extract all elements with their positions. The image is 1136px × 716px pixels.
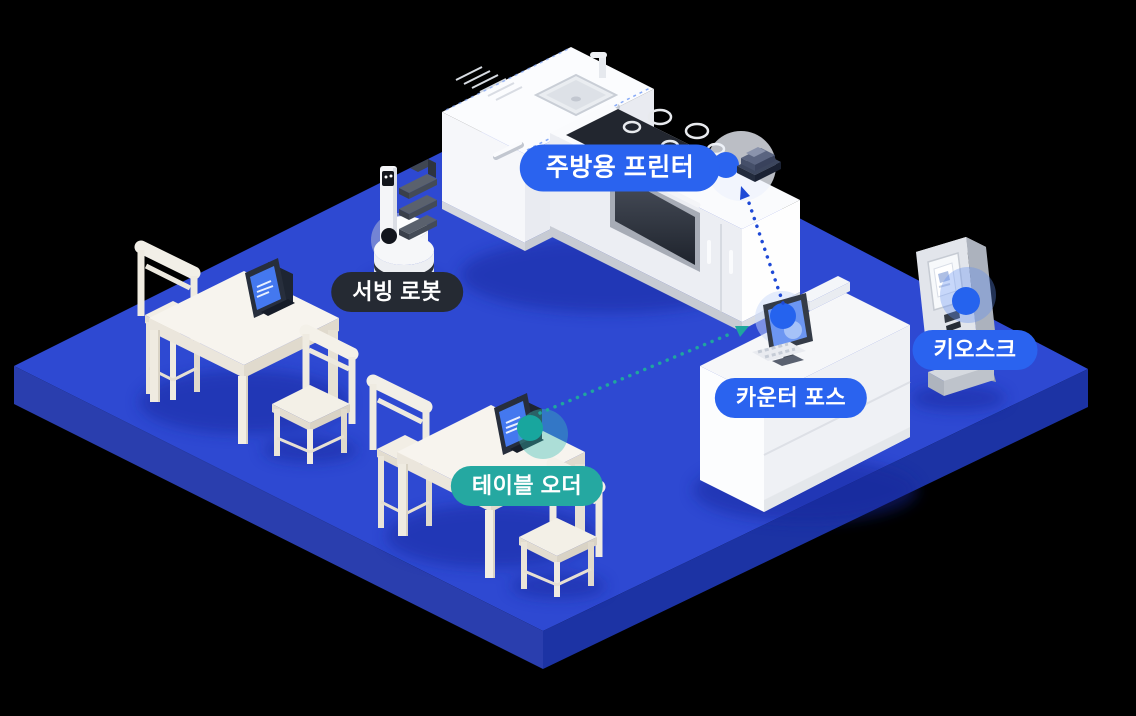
label-kitchen-printer: 주방용 프린터 — [519, 144, 721, 192]
arrowhead-to-pos — [735, 326, 749, 337]
tablet-device — [245, 258, 295, 318]
tablet-highlight-dot — [517, 415, 543, 441]
pos-monitor — [752, 291, 813, 366]
table-order-tablet — [494, 393, 568, 459]
arrowhead-to-printer — [740, 186, 750, 200]
label-table-order: 테이블 오더 — [450, 466, 604, 506]
serving-robot — [371, 159, 437, 296]
label-serving-robot: 서빙 로봇 — [331, 272, 463, 312]
dish-rack — [455, 66, 523, 101]
label-kiosk: 키오스크 — [912, 330, 1038, 370]
kiosk-device — [916, 237, 996, 396]
kitchen-sink — [533, 52, 619, 117]
dining-table-left-set — [134, 240, 359, 464]
connection-table-order-to-pos — [538, 326, 749, 415]
label-counter-pos: 카운터 포스 — [714, 378, 868, 418]
kitchen-printer-device — [706, 131, 781, 201]
pos-highlight-dot — [770, 303, 796, 329]
robot-face-screen — [382, 171, 394, 186]
robot-trays — [399, 159, 437, 240]
connection-pos-to-printer — [740, 186, 785, 305]
kiosk-highlight-dot — [952, 287, 980, 315]
robot-sensor-dot — [381, 228, 397, 244]
chair — [272, 324, 359, 464]
